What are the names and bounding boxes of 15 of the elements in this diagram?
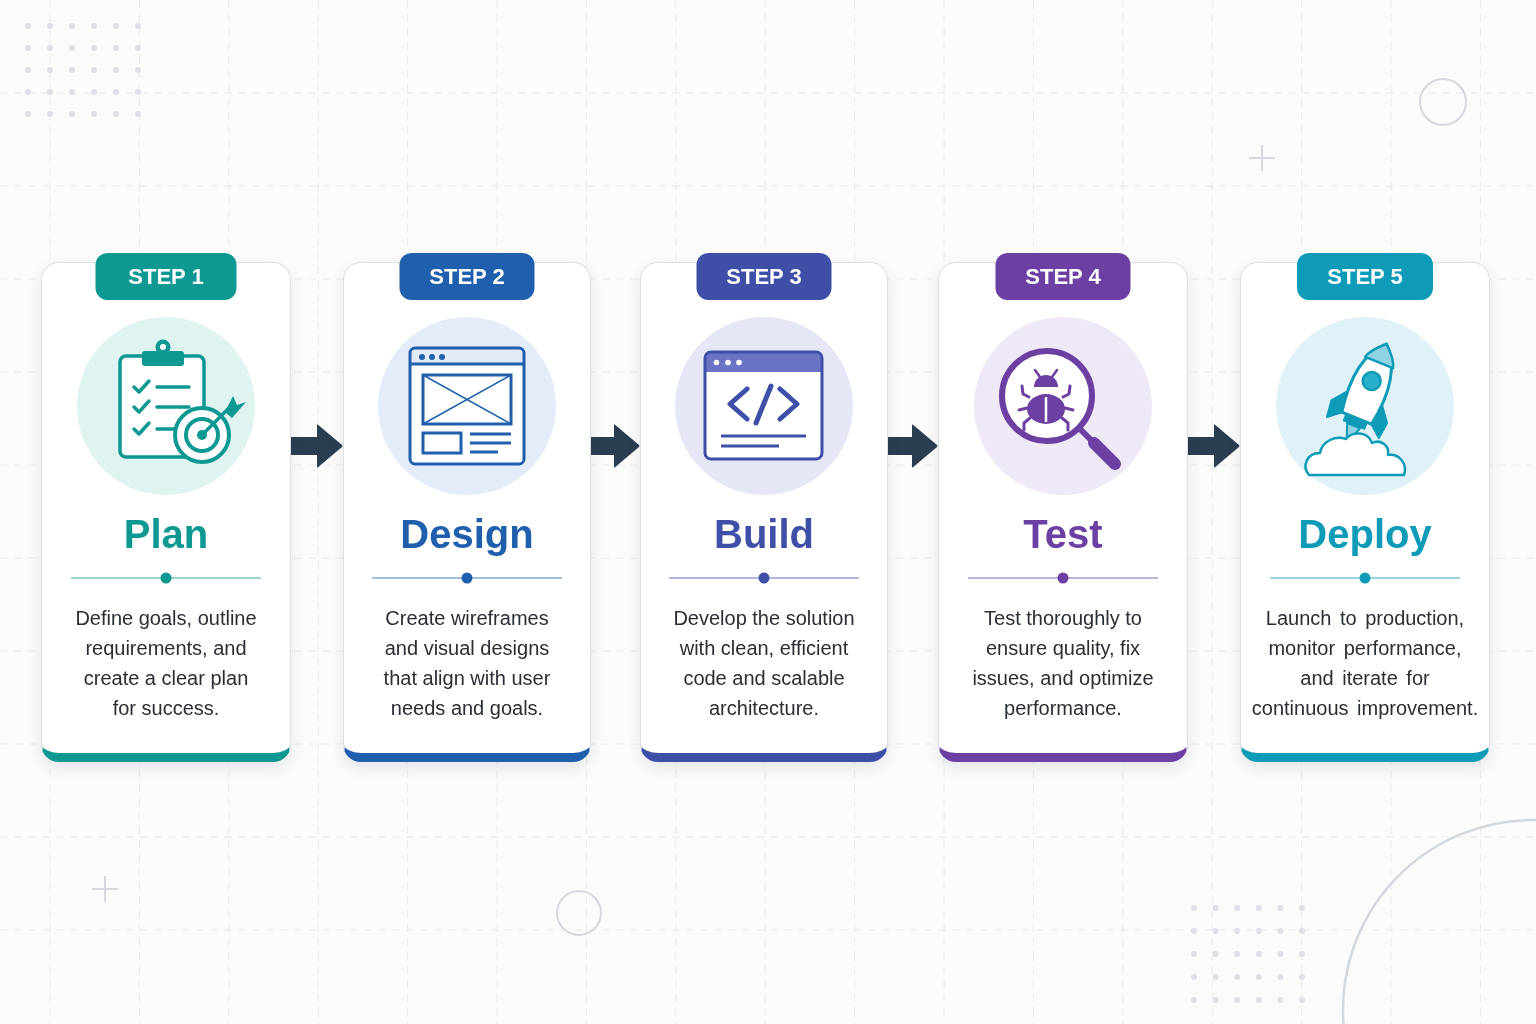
step-description: Test thoroughly to ensure quality, fix issues, and optimize performance.: [971, 606, 1155, 721]
step-title: Test: [1023, 511, 1103, 558]
step-description: Define goals, outline requirements, and create a clear plan for success.: [74, 606, 258, 721]
step-badge: STEP 4: [995, 253, 1131, 300]
step-description: Create wireframes and visual designs that align with user needs and goals.: [382, 606, 552, 721]
step-title: Build: [714, 511, 814, 558]
step-badge: STEP 2: [399, 253, 535, 300]
step-badge: STEP 5: [1297, 253, 1433, 300]
step-description: Launch to production, monitor performance, and iterate for continuous improvement.: [1250, 606, 1480, 721]
step-title: Plan: [123, 511, 209, 558]
step-description: Develop the solution with clean, efficient code and scalable architecture.: [672, 606, 856, 721]
step-badge: STEP 3: [696, 253, 832, 300]
step-title: Deploy: [1298, 511, 1432, 558]
step-badge: STEP 1: [95, 253, 237, 300]
step-title: Design: [400, 511, 534, 558]
